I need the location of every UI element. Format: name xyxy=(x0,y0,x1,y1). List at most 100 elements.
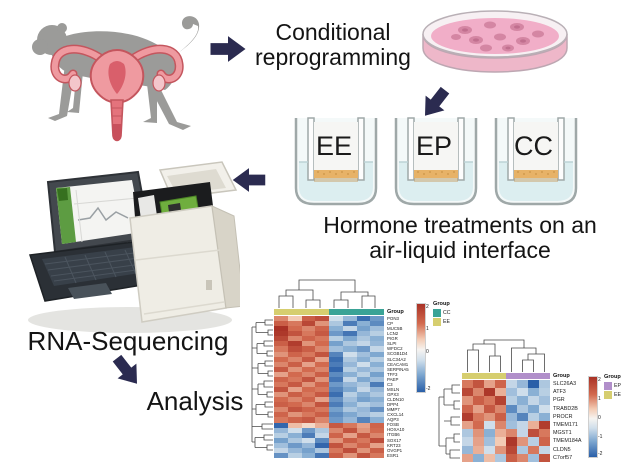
heatmap-cell xyxy=(301,437,316,443)
heatmap-cell xyxy=(539,388,550,397)
heatmap-cell xyxy=(342,427,357,433)
heatmap-cell xyxy=(506,437,517,446)
heatmap-cell xyxy=(287,366,302,372)
heatmap-cell xyxy=(528,380,539,389)
heatmap-cell xyxy=(315,331,329,337)
heatmap-cell xyxy=(506,420,517,430)
heatmap-cell xyxy=(301,402,316,408)
heatmap-cell xyxy=(287,447,302,453)
heatmap-right-group-bar xyxy=(462,373,550,379)
legend-item-cc: CC xyxy=(433,308,451,317)
heatmap-row-label: ESR1 xyxy=(387,452,399,458)
heatmap-cell xyxy=(370,452,384,458)
heatmap-cell xyxy=(329,346,343,352)
heatmap-cell xyxy=(370,417,384,423)
heatmap-cell xyxy=(342,366,357,372)
heatmap-cell xyxy=(370,336,384,342)
group-bar-segment-ee xyxy=(274,309,329,315)
heatmap-cell xyxy=(356,407,371,413)
heatmap-row-label: ITGB6 xyxy=(387,432,400,438)
heatmap-cell xyxy=(315,392,329,398)
heatmap-left-group-bar xyxy=(274,309,384,315)
heatmap-cell xyxy=(315,326,329,332)
heatmap-cell xyxy=(329,447,343,453)
heatmap-cell xyxy=(329,432,343,438)
heatmap-cell xyxy=(506,412,517,421)
heatmap-cell xyxy=(342,316,357,322)
heatmap-cell xyxy=(473,453,484,462)
heatmap-row-label: ATF3 xyxy=(553,389,566,396)
heatmap-cell xyxy=(315,366,329,372)
heatmap-cell xyxy=(329,402,343,408)
heatmap-cell xyxy=(370,392,384,398)
heatmap-row-label: MUC5B xyxy=(387,326,403,332)
heatmap-cell xyxy=(506,388,517,397)
heatmap-cell xyxy=(274,442,288,448)
heatmap-cell xyxy=(301,387,316,393)
heatmap-cell xyxy=(301,331,316,337)
heatmap-row-label: DPP4 xyxy=(387,402,399,408)
heatmap-cell xyxy=(329,452,343,458)
heatmap-cell xyxy=(517,445,528,454)
heatmap-cell xyxy=(315,417,329,423)
heatmap-row-label: SCGB1D4 xyxy=(387,351,408,357)
heatmap-cell xyxy=(356,326,371,332)
heatmap-cell xyxy=(301,422,316,428)
heatmap-cell xyxy=(301,341,316,347)
heatmap-row-label: AQP3 xyxy=(387,417,399,423)
heatmap-cell xyxy=(370,321,384,327)
legend-swatch xyxy=(604,391,612,399)
legend-title: Group xyxy=(433,301,450,307)
heatmap-cell xyxy=(274,412,288,418)
heatmap-cell xyxy=(301,321,316,327)
heatmap-cell xyxy=(528,429,539,438)
heatmap-left-grid xyxy=(274,316,384,458)
heatmap-cell xyxy=(506,404,517,413)
heatmap-cell xyxy=(462,388,473,397)
heatmap-cell xyxy=(342,437,357,443)
heatmap-cell xyxy=(539,437,550,446)
heatmap-cell xyxy=(301,412,316,418)
heatmap-cell xyxy=(484,453,495,462)
heatmap-cell xyxy=(528,404,539,413)
heatmap-row-label: HOXA10 xyxy=(387,427,405,433)
legend-label: EE xyxy=(443,319,450,325)
heatmap-row-label: PIGR xyxy=(387,336,398,342)
heatmap-cell xyxy=(301,346,316,352)
heatmap-cell xyxy=(329,407,343,413)
heatmap-cell xyxy=(356,427,371,433)
arrow-right-icon xyxy=(210,36,246,62)
heatmap-cell xyxy=(315,316,329,322)
heatmap-cell xyxy=(301,397,316,403)
heatmap-cell xyxy=(329,387,343,393)
heatmap-cell xyxy=(342,336,357,342)
heatmap-cell xyxy=(315,412,329,418)
heatmap-cell xyxy=(342,422,357,428)
heatmap-cell xyxy=(274,321,288,327)
heatmap-cell xyxy=(274,366,288,372)
heatmap-cell xyxy=(484,429,495,438)
heatmap-cell xyxy=(342,452,357,458)
heatmap-row-label: SLPI xyxy=(387,341,397,347)
heatmap-cell xyxy=(301,336,316,342)
heatmap-cell xyxy=(370,316,384,322)
heatmap-cell xyxy=(356,422,371,428)
heatmap-cell xyxy=(315,387,329,393)
heatmap-cell xyxy=(528,453,539,462)
heatmap-cell xyxy=(301,356,316,362)
heatmap-cell xyxy=(484,380,495,389)
heatmap-cell xyxy=(329,442,343,448)
legend-title: Group xyxy=(604,374,621,380)
heatmap-cell xyxy=(473,380,484,389)
heatmap-cell xyxy=(301,452,316,458)
heatmap-row-label: CP xyxy=(387,321,394,327)
heatmap-row-label: TRABD2B xyxy=(553,405,578,412)
heatmap-cell xyxy=(301,376,316,382)
heatmap-cell xyxy=(287,316,302,322)
heatmap-cell xyxy=(274,407,288,413)
heatmap-row-label: SLC26A3 xyxy=(553,381,577,387)
heatmap-cell xyxy=(274,437,288,443)
